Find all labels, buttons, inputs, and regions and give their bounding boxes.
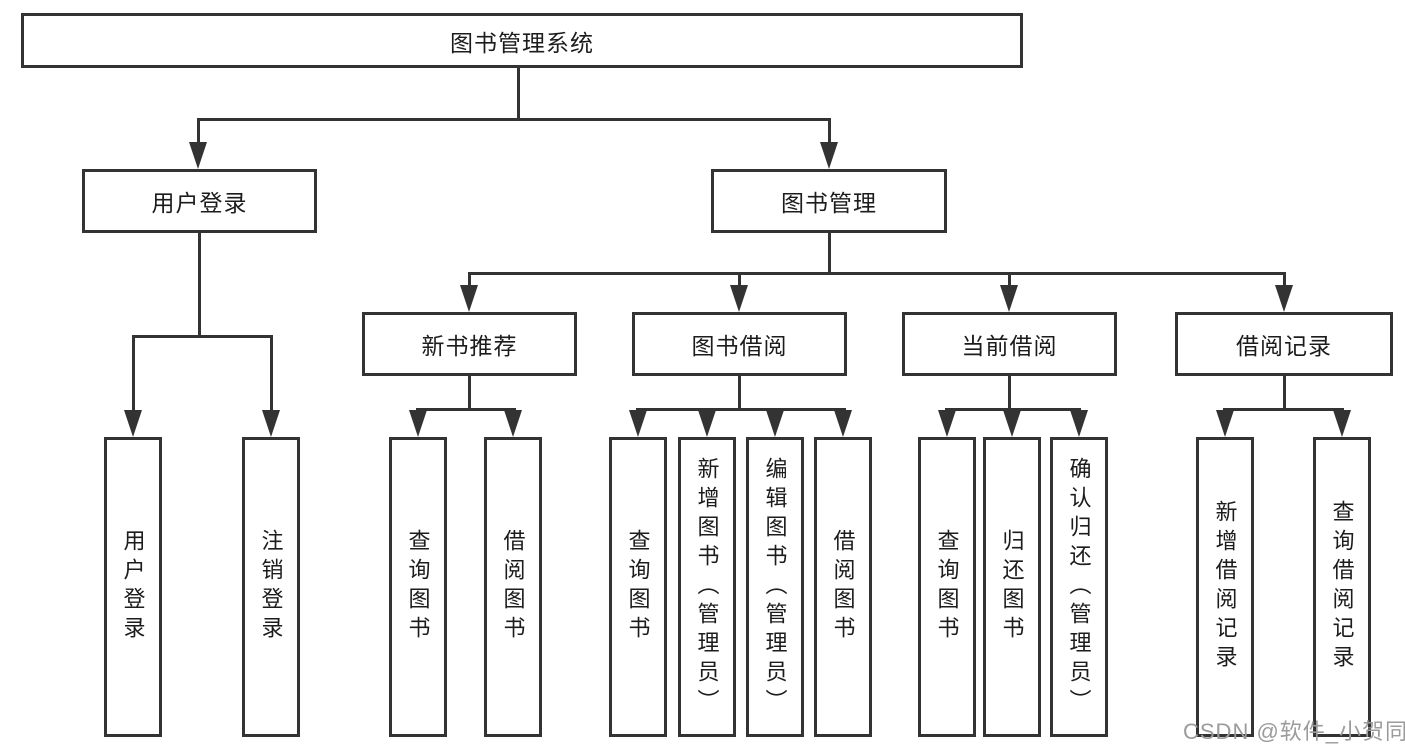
connector-records-split bbox=[1223, 408, 1344, 411]
node-leaf-borrowing-borrow-books-label: 借阅图书 bbox=[830, 529, 856, 645]
connector-borrow-stem bbox=[738, 376, 741, 410]
node-leaf-user-login: 用户登录 bbox=[104, 437, 162, 737]
node-leaf-add-books-admin-label: 新增图书（管理员） bbox=[694, 456, 720, 718]
connector-user-login-stem bbox=[198, 233, 201, 337]
node-book-management: 图书管理 bbox=[711, 169, 947, 233]
connector-root-stem bbox=[517, 68, 520, 121]
csdn-watermark: CSDN @软件_小贺同学 bbox=[1183, 719, 1405, 744]
connector-book-mgmt-drop bbox=[828, 121, 831, 145]
connector-current-stem bbox=[1008, 376, 1011, 410]
node-leaf-recommend-borrow-books: 借阅图书 bbox=[484, 437, 542, 737]
node-leaf-recommend-borrow-books-label: 借阅图书 bbox=[500, 529, 526, 645]
node-leaf-borrowing-query-books: 查询图书 bbox=[609, 437, 667, 737]
arrow-down-icon bbox=[1070, 410, 1088, 437]
node-leaf-current-query-books-label: 查询图书 bbox=[934, 529, 960, 645]
node-leaf-query-borrow-record-label: 查询借阅记录 bbox=[1329, 500, 1355, 674]
arrow-down-icon bbox=[1333, 410, 1351, 437]
node-borrowing-records-label: 借阅记录 bbox=[1236, 333, 1332, 359]
connector-current-drop bbox=[1008, 275, 1011, 287]
arrow-down-icon bbox=[189, 142, 207, 169]
node-leaf-confirm-return-admin-label: 确认归还（管理员） bbox=[1066, 456, 1092, 718]
arrow-down-icon bbox=[504, 410, 522, 437]
node-leaf-add-books-admin: 新增图书（管理员） bbox=[678, 437, 736, 737]
node-user-login-label: 用户登录 bbox=[151, 190, 248, 216]
arrow-down-icon bbox=[1000, 285, 1018, 312]
arrow-down-icon bbox=[938, 410, 956, 437]
connector-user-login-drop bbox=[197, 121, 200, 145]
node-library-system-label: 图书管理系统 bbox=[450, 29, 594, 56]
connector-records-stem bbox=[1283, 376, 1286, 410]
arrow-down-icon bbox=[409, 410, 427, 437]
node-current-borrowing-label: 当前借阅 bbox=[961, 333, 1058, 359]
node-leaf-query-borrow-record: 查询借阅记录 bbox=[1313, 437, 1371, 737]
node-leaf-current-query-books: 查询图书 bbox=[918, 437, 976, 737]
node-new-book-recommend-label: 新书推荐 bbox=[421, 333, 518, 359]
arrow-down-icon bbox=[820, 142, 838, 169]
node-leaf-return-books: 归还图书 bbox=[983, 437, 1041, 737]
arrow-down-icon bbox=[124, 410, 142, 437]
connector-borrow-split bbox=[636, 408, 846, 411]
arrow-down-icon bbox=[834, 410, 852, 437]
node-leaf-edit-books-admin: 编辑图书（管理员） bbox=[746, 437, 804, 737]
node-book-borrowing: 图书借阅 bbox=[632, 312, 847, 376]
node-leaf-borrowing-borrow-books: 借阅图书 bbox=[814, 437, 872, 737]
connector-records-drop bbox=[1283, 275, 1286, 287]
node-borrowing-records: 借阅记录 bbox=[1175, 312, 1393, 376]
connector-book-mgmt-stem bbox=[828, 233, 831, 275]
node-book-management-label: 图书管理 bbox=[781, 190, 877, 216]
node-leaf-edit-books-admin-label: 编辑图书（管理员） bbox=[762, 456, 788, 718]
node-library-system: 图书管理系统 bbox=[21, 13, 1023, 68]
node-book-borrowing-label: 图书借阅 bbox=[691, 333, 788, 359]
connector-borrow-drop bbox=[738, 275, 741, 287]
node-leaf-logout-label: 注销登录 bbox=[258, 529, 284, 645]
connector-leaf-login-drop bbox=[132, 338, 135, 412]
arrow-down-icon bbox=[1275, 285, 1293, 312]
node-leaf-logout: 注销登录 bbox=[242, 437, 300, 737]
connector-user-login-split bbox=[132, 335, 273, 338]
connector-current-split bbox=[945, 408, 1081, 411]
node-leaf-user-login-label: 用户登录 bbox=[120, 529, 146, 645]
connector-new-book-split bbox=[416, 408, 516, 411]
node-leaf-add-borrow-record: 新增借阅记录 bbox=[1196, 437, 1254, 737]
arrow-down-icon bbox=[1003, 410, 1021, 437]
connector-new-book-drop bbox=[468, 275, 471, 287]
connector-book-mgmt-split bbox=[468, 272, 1286, 275]
node-leaf-recommend-query-books-label: 查询图书 bbox=[405, 529, 431, 645]
node-leaf-recommend-query-books: 查询图书 bbox=[389, 437, 447, 737]
connector-new-book-stem bbox=[468, 376, 471, 410]
arrow-down-icon bbox=[460, 285, 478, 312]
node-new-book-recommend: 新书推荐 bbox=[362, 312, 577, 376]
node-leaf-return-books-label: 归还图书 bbox=[999, 529, 1025, 645]
node-leaf-borrowing-query-books-label: 查询图书 bbox=[625, 529, 651, 645]
node-user-login: 用户登录 bbox=[82, 169, 317, 233]
node-leaf-confirm-return-admin: 确认归还（管理员） bbox=[1050, 437, 1108, 737]
arrow-down-icon bbox=[262, 410, 280, 437]
connector-root-split bbox=[197, 118, 831, 121]
arrow-down-icon bbox=[1216, 410, 1234, 437]
node-current-borrowing: 当前借阅 bbox=[902, 312, 1117, 376]
connector-leaf-logout-drop bbox=[270, 338, 273, 412]
node-leaf-add-borrow-record-label: 新增借阅记录 bbox=[1212, 500, 1238, 674]
arrow-down-icon bbox=[698, 410, 716, 437]
arrow-down-icon bbox=[629, 410, 647, 437]
arrow-down-icon bbox=[766, 410, 784, 437]
arrow-down-icon bbox=[730, 285, 748, 312]
